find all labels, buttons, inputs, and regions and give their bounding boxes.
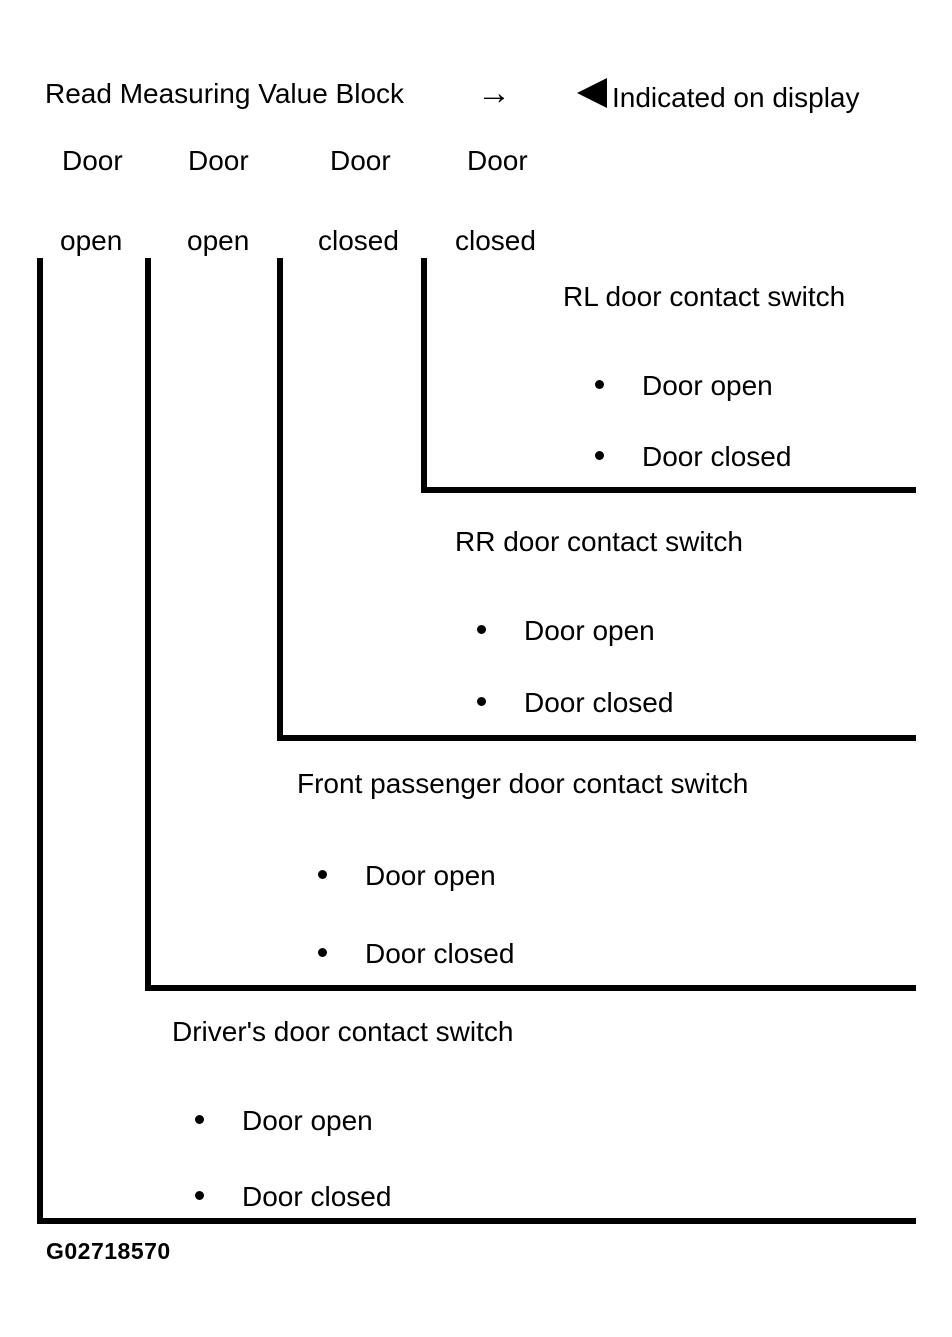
bullet-icon	[195, 1115, 204, 1124]
figure-id: G02718570	[46, 1238, 171, 1264]
list-item-label: Door closed	[242, 1181, 392, 1212]
right-arrow-icon: →	[477, 74, 511, 112]
bullet-icon	[595, 451, 604, 460]
column-2-name: Door	[188, 145, 249, 176]
column-4-state: closed	[455, 225, 536, 256]
list-item-label: Door open	[524, 615, 655, 646]
list-item-label: Door closed	[642, 441, 792, 472]
list-item: Door open	[595, 372, 773, 400]
section-title-front-passenger-door: Front passenger door contact switch	[297, 768, 749, 799]
column-2-state: open	[187, 225, 250, 256]
list-item: Door closed	[195, 1183, 391, 1211]
list-item-label: Door open	[642, 370, 773, 401]
list-item: Door closed	[477, 689, 673, 717]
bullet-icon	[595, 380, 604, 389]
list-item: Door open	[477, 617, 655, 645]
list-item-label: Door open	[365, 860, 496, 891]
section-title-drivers-door: Driver's door contact switch	[172, 1016, 514, 1047]
column-1-name: Door	[62, 145, 123, 176]
list-item: Door open	[195, 1107, 373, 1135]
bracket-line-rr-door	[277, 258, 916, 741]
section-title-rl-door: RL door contact switch	[563, 281, 846, 312]
list-item-label: Door closed	[365, 938, 515, 969]
section-title-rr-door: RR door contact switch	[455, 526, 743, 557]
bracket-line-drivers-door	[37, 258, 916, 1224]
bracket-line-front-passenger-door	[145, 258, 916, 991]
column-3-state: closed	[318, 225, 399, 256]
diagram-title: Read Measuring Value Block	[45, 78, 405, 109]
list-item: Door open	[318, 862, 496, 890]
bracket-line-rl-door	[421, 258, 916, 493]
bullet-icon	[477, 697, 486, 706]
column-1-state: open	[60, 225, 123, 256]
bullet-icon	[318, 948, 327, 957]
list-item-label: Door open	[242, 1105, 373, 1136]
list-item: Door closed	[595, 443, 791, 471]
bullet-icon	[195, 1191, 204, 1200]
column-4-name: Door	[467, 145, 528, 176]
indicated-on-display-label: Indicated on display	[612, 82, 860, 113]
bullet-icon	[318, 870, 327, 879]
bullet-icon	[477, 625, 486, 634]
column-3-name: Door	[330, 145, 391, 176]
list-item: Door closed	[318, 940, 514, 968]
display-indicator-triangle-icon	[577, 78, 607, 108]
list-item-label: Door closed	[524, 687, 674, 718]
